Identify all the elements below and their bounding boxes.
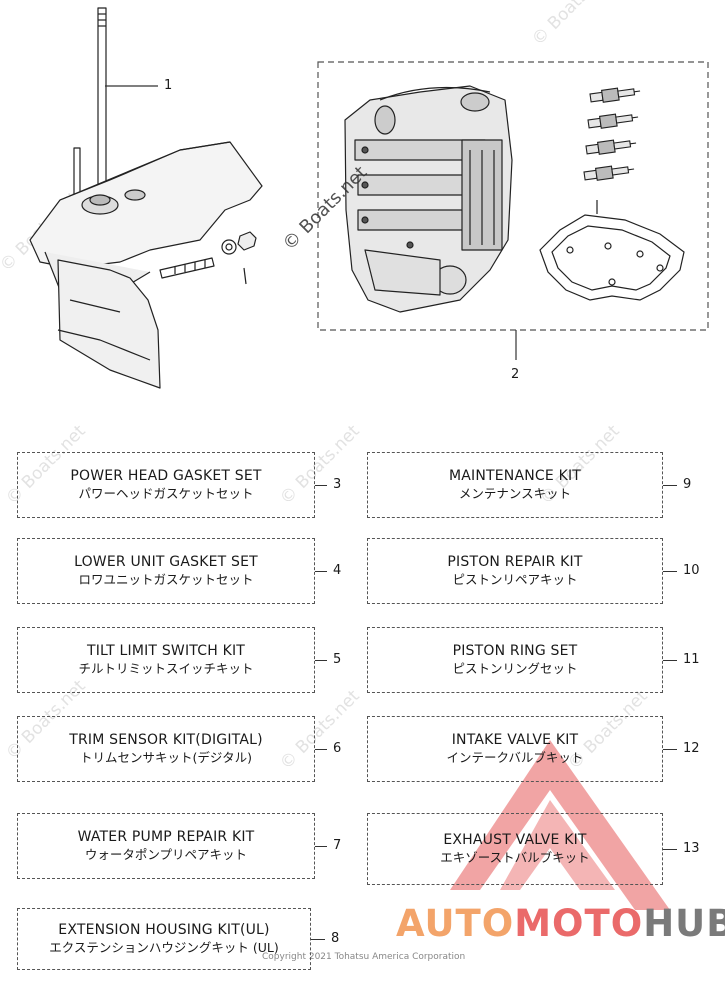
- kit-left-box-6[interactable]: TRIM SENSOR KIT(DIGITAL) トリムセンサキット(デジタル): [17, 716, 315, 782]
- callout-3: 3: [333, 477, 342, 492]
- kit-name-ja: メンテナンスキット: [458, 486, 572, 501]
- leader-line: [315, 846, 327, 847]
- kit-name-en: PISTON RING SET: [452, 643, 578, 659]
- callout-7: 7: [333, 838, 342, 853]
- leader-line: [663, 660, 677, 661]
- leader-line: [315, 749, 327, 750]
- kit-name-en: MAINTENANCE KIT: [448, 468, 582, 484]
- kit-name-ja: ウォータポンプリペアキット: [84, 847, 248, 862]
- illustration-area: [29, 7, 709, 389]
- kit-right-box-10[interactable]: PISTON REPAIR KIT ピストンリペアキット: [367, 538, 663, 604]
- kit-right-box-12[interactable]: INTAKE VALVE KIT インテークバルブキット: [367, 716, 663, 782]
- brand-logo-text: AUTOMOTOHUB: [396, 902, 725, 945]
- leader-line: [663, 485, 677, 486]
- kit-name-ja: ロワユニットガスケットセット: [78, 572, 254, 587]
- callout-2: 2: [511, 367, 520, 382]
- callout-8: 8: [331, 931, 340, 946]
- kit-name-en: EXTENSION HOUSING KIT(UL): [58, 922, 270, 938]
- kit-name-en: TILT LIMIT SWITCH KIT: [86, 643, 246, 659]
- kit-left-box-7[interactable]: WATER PUMP REPAIR KIT ウォータポンプリペアキット: [17, 813, 315, 879]
- powerhead-group-box: [317, 61, 709, 331]
- copyright-text: Copyright 2021 Tohatsu America Corporati…: [262, 952, 466, 962]
- kit-right-box-11[interactable]: PISTON RING SET ピストンリングセット: [367, 627, 663, 693]
- callout-11: 11: [683, 652, 700, 667]
- kit-name-ja: トリムセンサキット(デジタル): [79, 750, 252, 765]
- kit-left-box-3[interactable]: POWER HEAD GASKET SET パワーヘッドガスケットセット: [17, 452, 315, 518]
- callout-1: 1: [164, 78, 173, 93]
- kit-name-ja: エクステンションハウジングキット (UL): [49, 940, 279, 955]
- kit-right-box-9[interactable]: MAINTENANCE KIT メンテナンスキット: [367, 452, 663, 518]
- callout-5: 5: [333, 652, 342, 667]
- leader-line: [663, 749, 677, 750]
- gasket-drawing[interactable]: [539, 200, 685, 301]
- leader-line: [315, 660, 327, 661]
- brand-part1: AUTO: [396, 902, 515, 945]
- brand-part2: MOTO: [514, 902, 644, 945]
- kit-name-en: WATER PUMP REPAIR KIT: [77, 829, 255, 845]
- leader-line: [315, 571, 327, 572]
- leader-line: [311, 939, 325, 940]
- spark-plugs-drawing[interactable]: [583, 85, 641, 182]
- kit-name-ja: エキゾーストバルブキット: [440, 850, 590, 865]
- kit-left-box-4[interactable]: LOWER UNIT GASKET SET ロワユニットガスケットセット: [17, 538, 315, 604]
- callout-12: 12: [683, 741, 700, 756]
- powerhead-drawing[interactable]: [344, 85, 513, 313]
- leader-line: [315, 485, 327, 486]
- brand-part3: HUB: [643, 902, 725, 945]
- callout-13: 13: [683, 841, 700, 856]
- leader-line: [663, 849, 677, 850]
- callout-6: 6: [333, 741, 342, 756]
- kit-name-ja: チルトリミットスイッチキット: [78, 661, 254, 676]
- kit-name-en: EXHAUST VALVE KIT: [443, 832, 587, 848]
- callout-9: 9: [683, 477, 692, 492]
- leader-line: [663, 571, 677, 572]
- kit-name-ja: ピストンリペアキット: [452, 572, 578, 587]
- kit-name-en: PISTON REPAIR KIT: [447, 554, 583, 570]
- kit-name-ja: パワーヘッドガスケットセット: [78, 486, 254, 501]
- kit-name-en: INTAKE VALVE KIT: [451, 732, 579, 748]
- lower-unit-drawing[interactable]: [29, 7, 263, 389]
- kit-left-box-5[interactable]: TILT LIMIT SWITCH KIT チルトリミットスイッチキット: [17, 627, 315, 693]
- kit-name-ja: インテークバルブキット: [446, 750, 584, 765]
- kit-name-ja: ピストンリングセット: [452, 661, 578, 676]
- brand-logo-triangle: [450, 740, 670, 910]
- kit-name-en: POWER HEAD GASKET SET: [70, 468, 262, 484]
- callout-4: 4: [333, 563, 342, 578]
- callout-10: 10: [683, 563, 700, 578]
- kit-right-box-13[interactable]: EXHAUST VALVE KIT エキゾーストバルブキット: [367, 813, 663, 885]
- kit-left-box-8[interactable]: EXTENSION HOUSING KIT(UL) エクステンションハウジングキッ…: [17, 908, 311, 970]
- kit-name-en: TRIM SENSOR KIT(DIGITAL): [69, 732, 263, 748]
- kit-name-en: LOWER UNIT GASKET SET: [74, 554, 258, 570]
